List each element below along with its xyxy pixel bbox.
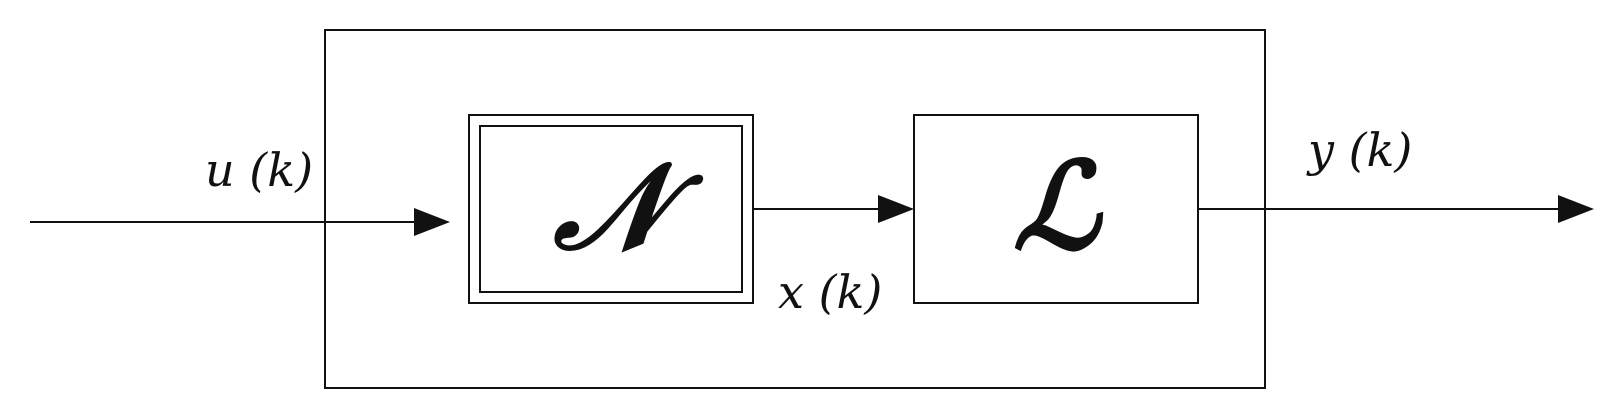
- input-arrowhead: [414, 208, 450, 236]
- nonlinear-block-symbol: 𝒩: [553, 136, 705, 277]
- nonlinear-block: 𝒩: [468, 114, 754, 304]
- intermediate-signal-label: x (k): [778, 265, 882, 319]
- output-arrowhead: [1558, 195, 1594, 223]
- linear-block: ℒ: [913, 114, 1199, 304]
- nonlinear-block-inner-border: [479, 125, 743, 293]
- linear-block-symbol: ℒ: [1013, 136, 1104, 277]
- input-signal-label: u (k): [205, 143, 313, 197]
- intermediate-arrowhead: [878, 195, 914, 223]
- output-signal-label: y (k): [1306, 123, 1412, 177]
